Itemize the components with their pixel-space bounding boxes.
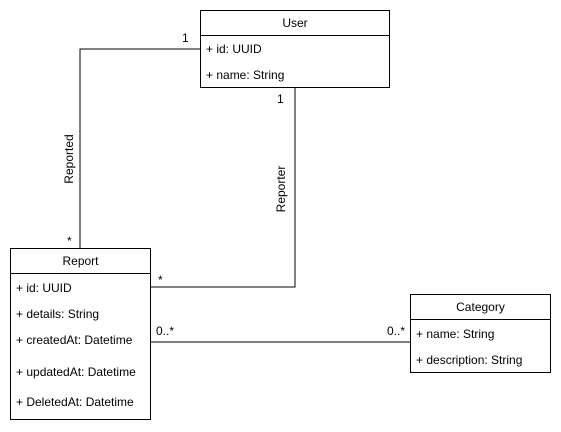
reported-report-multiplicity: * xyxy=(67,234,72,248)
user-class[interactable]: User + id: UUID + name: String xyxy=(200,10,390,88)
report-class[interactable]: Report + id: UUID + details: String + cr… xyxy=(10,248,151,420)
reporter-association-line xyxy=(151,88,296,288)
user-class-name: User xyxy=(201,11,389,36)
report-attribute-createdat: + createdAt: Datetime xyxy=(16,333,133,347)
reporter-association-label: Reporter xyxy=(274,165,288,213)
report-attribute-deletedat: + DeletedAt: Datetime xyxy=(16,395,134,409)
category-attribute-name: + name: String xyxy=(416,327,495,341)
report-category-report-multiplicity: 0..* xyxy=(156,324,175,338)
reported-association-label: Reported xyxy=(62,134,76,184)
category-class-name: Category xyxy=(411,295,550,320)
reported-user-multiplicity: 1 xyxy=(182,31,189,45)
category-class[interactable]: Category + name: String + description: S… xyxy=(410,294,551,373)
report-class-name: Report xyxy=(11,249,150,274)
user-attribute-id: + id: UUID xyxy=(206,42,262,56)
user-attribute-name: + name: String xyxy=(206,68,285,82)
reporter-report-multiplicity: * xyxy=(158,273,163,287)
report-attribute-id: + id: UUID xyxy=(16,281,72,295)
category-attribute-description: + description: String xyxy=(416,353,523,367)
report-attribute-details: + details: String xyxy=(16,307,100,321)
report-category-category-multiplicity: 0..* xyxy=(387,324,406,338)
reporter-user-multiplicity: 1 xyxy=(277,92,284,106)
report-attribute-updatedat: + updatedAt: Datetime xyxy=(16,365,136,379)
reported-association-line xyxy=(79,48,201,249)
